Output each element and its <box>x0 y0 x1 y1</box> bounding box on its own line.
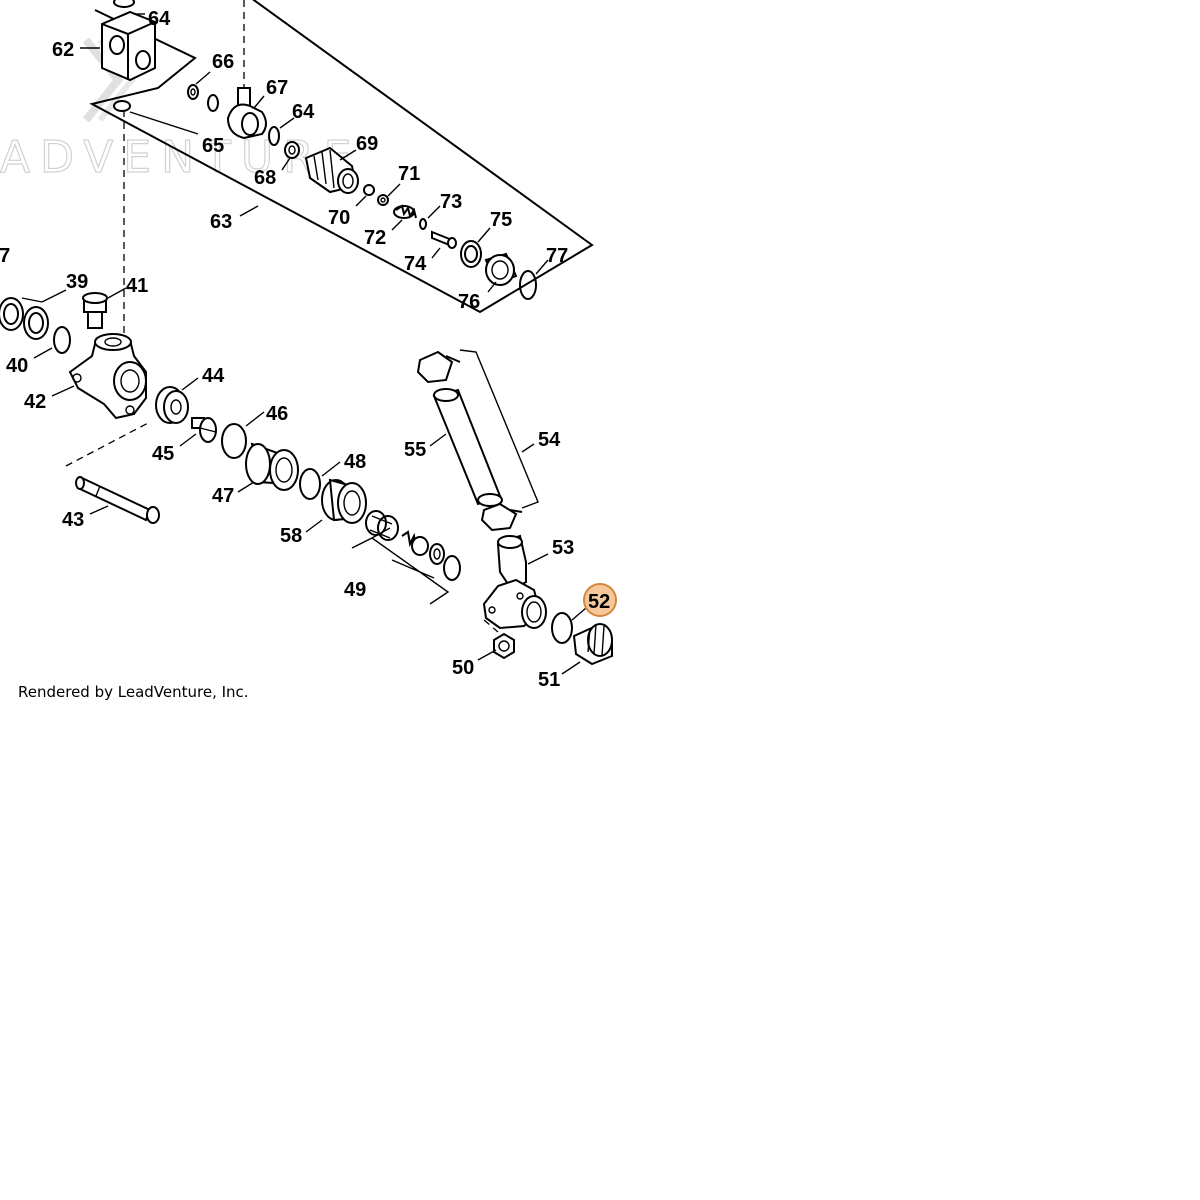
callout-40[interactable]: 40 <box>6 355 28 377</box>
part-74-pin <box>431 230 457 249</box>
part-66-washer <box>187 84 199 100</box>
part-58-sleeve <box>321 478 367 524</box>
part-68-fitting <box>284 141 300 159</box>
part-76-sleeve <box>484 252 518 286</box>
part-50-nut <box>493 632 515 660</box>
part-65-oring <box>113 100 131 112</box>
callout-52[interactable]: 52 <box>588 591 610 613</box>
callout-43[interactable]: 43 <box>62 509 84 531</box>
centerline-43 <box>65 421 151 467</box>
part-44-bushing <box>155 386 189 424</box>
part-64-oring-top <box>113 0 135 8</box>
callout-58[interactable]: 58 <box>280 525 302 547</box>
callout-75[interactable]: 75 <box>490 209 512 231</box>
callout-68[interactable]: 68 <box>254 167 276 189</box>
callout-70[interactable]: 70 <box>328 207 350 229</box>
part-49-group <box>365 510 461 581</box>
highlight-52[interactable] <box>583 583 617 617</box>
bracket-49 <box>351 527 450 605</box>
callout-46[interactable]: 46 <box>266 403 288 425</box>
callout-42[interactable]: 42 <box>24 391 46 413</box>
part-41-plug <box>82 292 108 329</box>
part-53-housing <box>482 534 547 630</box>
callout-66[interactable]: 66 <box>212 51 234 73</box>
part-66-washer-inner <box>190 88 196 96</box>
part-47-cylinder <box>245 442 299 491</box>
callout-41[interactable]: 41 <box>126 275 148 297</box>
callout-73[interactable]: 73 <box>440 191 462 213</box>
part-51-cap <box>572 623 613 666</box>
part-ring-a <box>0 297 24 331</box>
callout-62[interactable]: 62 <box>52 39 74 61</box>
bracket-54 <box>459 349 539 509</box>
part-77-oring <box>519 270 537 300</box>
part-66-oring <box>207 94 219 112</box>
part-45-screw <box>191 417 217 443</box>
part-73-oring <box>419 218 427 230</box>
part-54-tube-assembly <box>416 350 523 532</box>
part-67-banjo <box>226 87 267 140</box>
callout-67[interactable]: 67 <box>266 77 288 99</box>
credit-text: Rendered by LeadVenture, Inc. <box>18 683 249 701</box>
callout-44[interactable]: 44 <box>202 365 225 387</box>
callout-76[interactable]: 76 <box>458 291 480 313</box>
part-64-oring-mid <box>268 126 280 146</box>
part-71-seat <box>377 194 389 206</box>
part-75-ring <box>460 240 482 268</box>
part-39-ring-inner <box>28 312 44 334</box>
callout-48[interactable]: 48 <box>344 451 366 473</box>
callout-64-mid[interactable]: 64 <box>292 101 315 123</box>
part-40-oring <box>53 326 71 354</box>
part-52-oring <box>551 612 573 644</box>
callout-55[interactable]: 55 <box>404 439 426 461</box>
part-48-oring <box>299 468 321 500</box>
callout-53[interactable]: 53 <box>552 537 574 559</box>
part-62-block <box>101 10 156 82</box>
callout-54[interactable]: 54 <box>538 429 561 451</box>
callout-64-top[interactable]: 64 <box>148 8 171 30</box>
callout-77[interactable]: 77 <box>546 245 568 267</box>
part-42-housing <box>68 333 147 420</box>
callout-47[interactable]: 47 <box>212 485 234 507</box>
part-ring-a-inner <box>3 303 19 325</box>
callout-74[interactable]: 74 <box>404 253 427 275</box>
part-75-ring-inner <box>464 245 478 263</box>
part-72-spring <box>393 204 417 219</box>
callout-63[interactable]: 63 <box>210 211 232 233</box>
callout-71[interactable]: 71 <box>398 163 420 185</box>
centerline-50 <box>483 619 499 633</box>
callout-45[interactable]: 45 <box>152 443 174 465</box>
callout-69[interactable]: 69 <box>356 133 378 155</box>
leader-lines <box>21 13 587 675</box>
callout-51[interactable]: 51 <box>538 669 560 691</box>
part-46-oring <box>221 423 247 459</box>
part-39-ring <box>23 306 49 340</box>
part-69-valve <box>304 146 359 194</box>
callout-72[interactable]: 72 <box>364 227 386 249</box>
callout-39[interactable]: 39 <box>66 271 88 293</box>
kit-outline-63 <box>89 0 594 314</box>
callout-37[interactable]: 37 <box>0 245 10 267</box>
callout-65[interactable]: 65 <box>202 135 224 157</box>
callout-50[interactable]: 50 <box>452 657 474 679</box>
part-43-shaft <box>75 476 160 524</box>
part-70-ball <box>363 184 375 196</box>
callout-49[interactable]: 49 <box>344 579 366 601</box>
